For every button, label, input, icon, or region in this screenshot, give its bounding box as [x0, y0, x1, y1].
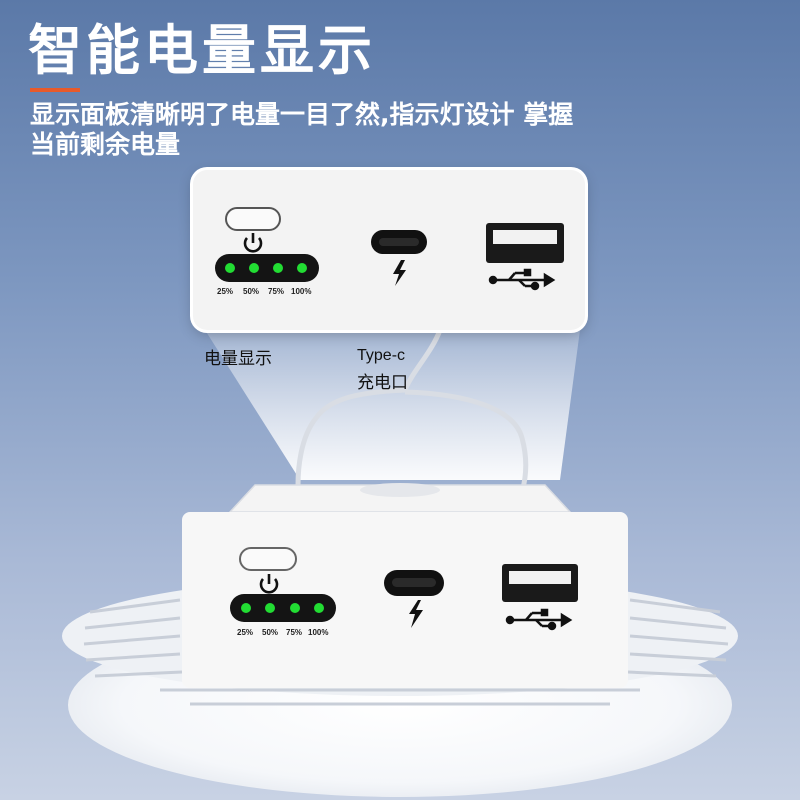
lightning-icon [393, 260, 406, 286]
usb-icon [488, 268, 556, 291]
panel-closeup: 25% 50% 75% 100% [193, 170, 585, 330]
led-50 [265, 603, 275, 613]
pct-label: 100% [291, 287, 311, 296]
battery-display-label: 电量显示 [204, 349, 272, 369]
led-75 [273, 263, 283, 273]
power-icon [243, 233, 263, 253]
pct-label: 25% [217, 287, 233, 296]
led-25 [225, 263, 235, 273]
battery-led-bar [215, 254, 319, 282]
usb-icon [505, 608, 573, 631]
lamp-body-controls: 25% 50% 75% 100% [230, 547, 578, 637]
power-icon [259, 574, 279, 594]
pct-label: 25% [237, 628, 253, 637]
pct-label: 75% [286, 628, 302, 637]
pct-label: 75% [268, 287, 284, 296]
typec-label: Type-c [357, 347, 406, 364]
subtitle-line-2: 当前剩余电量 [30, 130, 181, 159]
subtitle: 显示面板清晰明了电量一目了然,指示灯设计 掌握 当前剩余电量 [30, 100, 730, 160]
title-accent-bar [30, 88, 80, 92]
battery-led-bar [230, 594, 336, 622]
power-button[interactable] [225, 207, 281, 231]
led-100 [314, 603, 324, 613]
led-25 [241, 603, 251, 613]
typec-port-label: 充电口 [357, 373, 408, 393]
lightning-icon [409, 600, 423, 628]
led-75 [290, 603, 300, 613]
power-button[interactable] [239, 547, 297, 571]
lamp-body: 25% 50% 75% 100% [182, 512, 628, 688]
led-100 [297, 263, 307, 273]
led-50 [249, 263, 259, 273]
page-title: 智能电量显示 [28, 19, 376, 82]
panel-closeup-controls: 25% 50% 75% 100% [215, 207, 564, 296]
lamp-top-block [228, 484, 572, 513]
subtitle-line-1: 显示面板清晰明了电量一目了然,指示灯设计 掌握 [30, 100, 574, 129]
pct-label: 50% [243, 287, 259, 296]
pct-label: 100% [308, 628, 328, 637]
pct-label: 50% [262, 628, 278, 637]
